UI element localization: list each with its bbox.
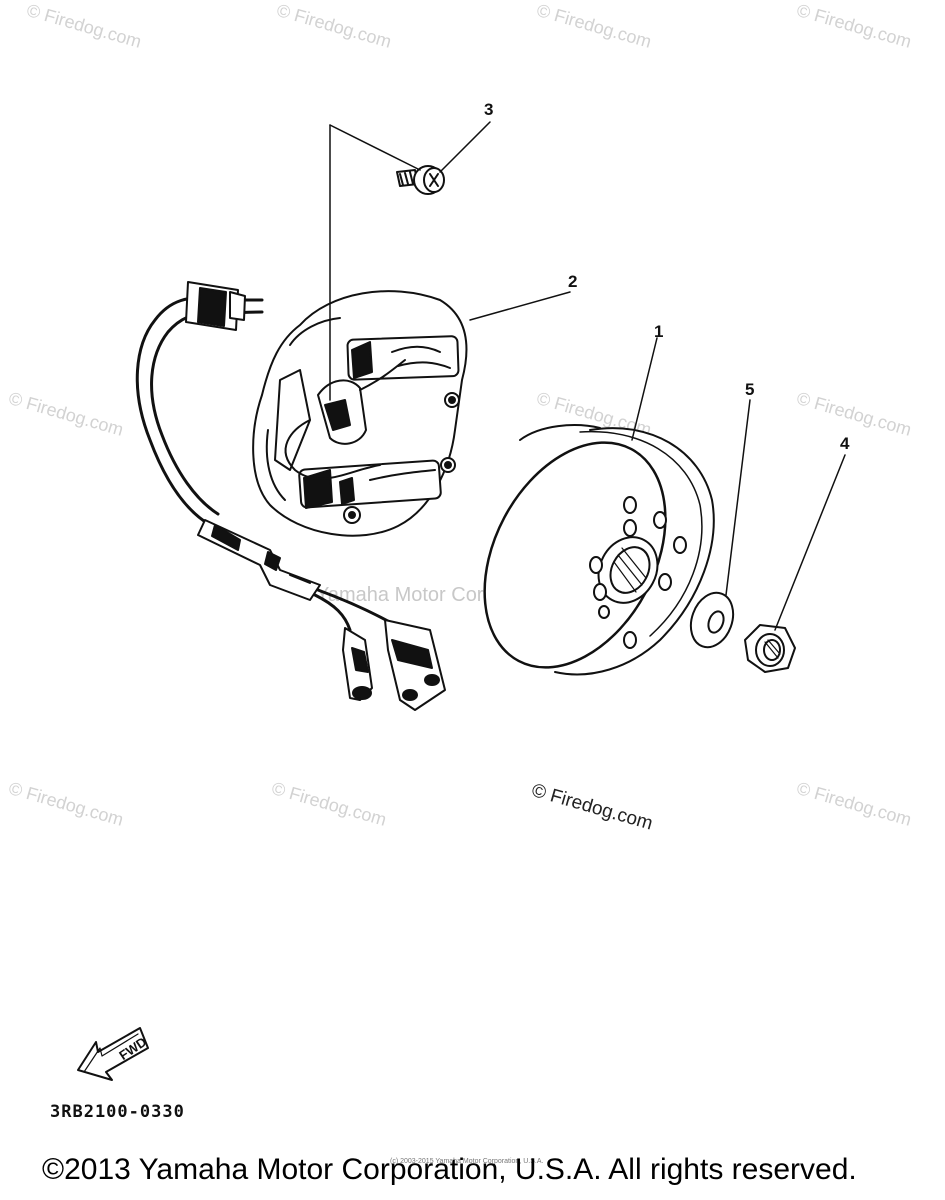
fwd-arrow-icon	[77, 1027, 149, 1081]
screw-part-3	[396, 165, 445, 195]
nut-part-4	[744, 624, 796, 673]
wire-harness	[135, 281, 446, 711]
callout-3: 3	[484, 100, 494, 119]
washer-part-5	[689, 591, 735, 649]
callout-1: 1	[654, 322, 664, 341]
footer-copyright: ©2013 Yamaha Motor Corporation, U.S.A. A…	[42, 1153, 857, 1186]
flywheel-rotor-part-1	[483, 424, 715, 676]
callout-5: 5	[745, 380, 755, 399]
leader-lines	[329, 121, 846, 631]
small-copyright: (c) 2003-2015 Yamaha Motor Corporation, …	[390, 1158, 544, 1165]
stator-assembly	[252, 290, 468, 537]
callout-2: 2	[568, 272, 578, 291]
callout-4: 4	[840, 434, 850, 453]
part-code: 3RB2100-0330	[50, 1102, 185, 1122]
